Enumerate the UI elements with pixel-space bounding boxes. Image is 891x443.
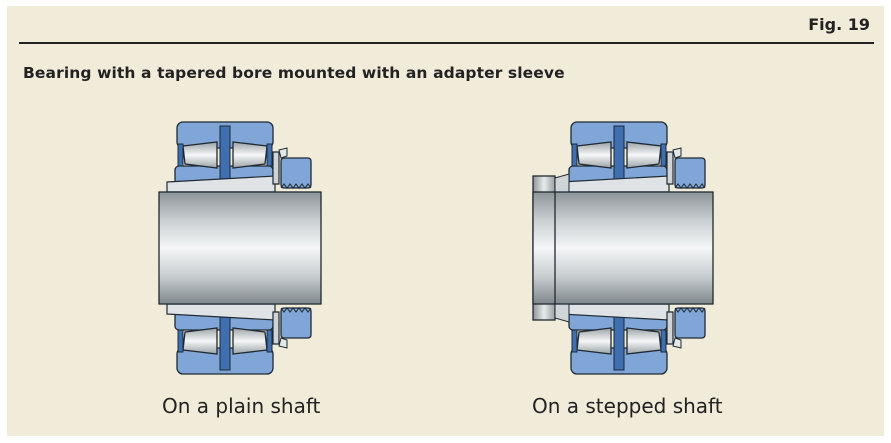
- bearing-diagram: [158, 121, 714, 375]
- stepped-shaft-assembly: [532, 121, 714, 375]
- plain-shaft-assembly: [158, 121, 322, 375]
- header-rule: [19, 42, 874, 44]
- caption-stepped-shaft: On a stepped shaft: [532, 394, 723, 418]
- figure-number: Fig. 19: [808, 15, 870, 34]
- figure-title: Bearing with a tapered bore mounted with…: [23, 64, 565, 82]
- caption-plain-shaft: On a plain shaft: [162, 394, 321, 418]
- stepped-shaft: [532, 191, 714, 305]
- figure-panel: Fig. 19 Bearing with a tapered bore moun…: [7, 6, 884, 436]
- plain-shaft: [158, 191, 322, 305]
